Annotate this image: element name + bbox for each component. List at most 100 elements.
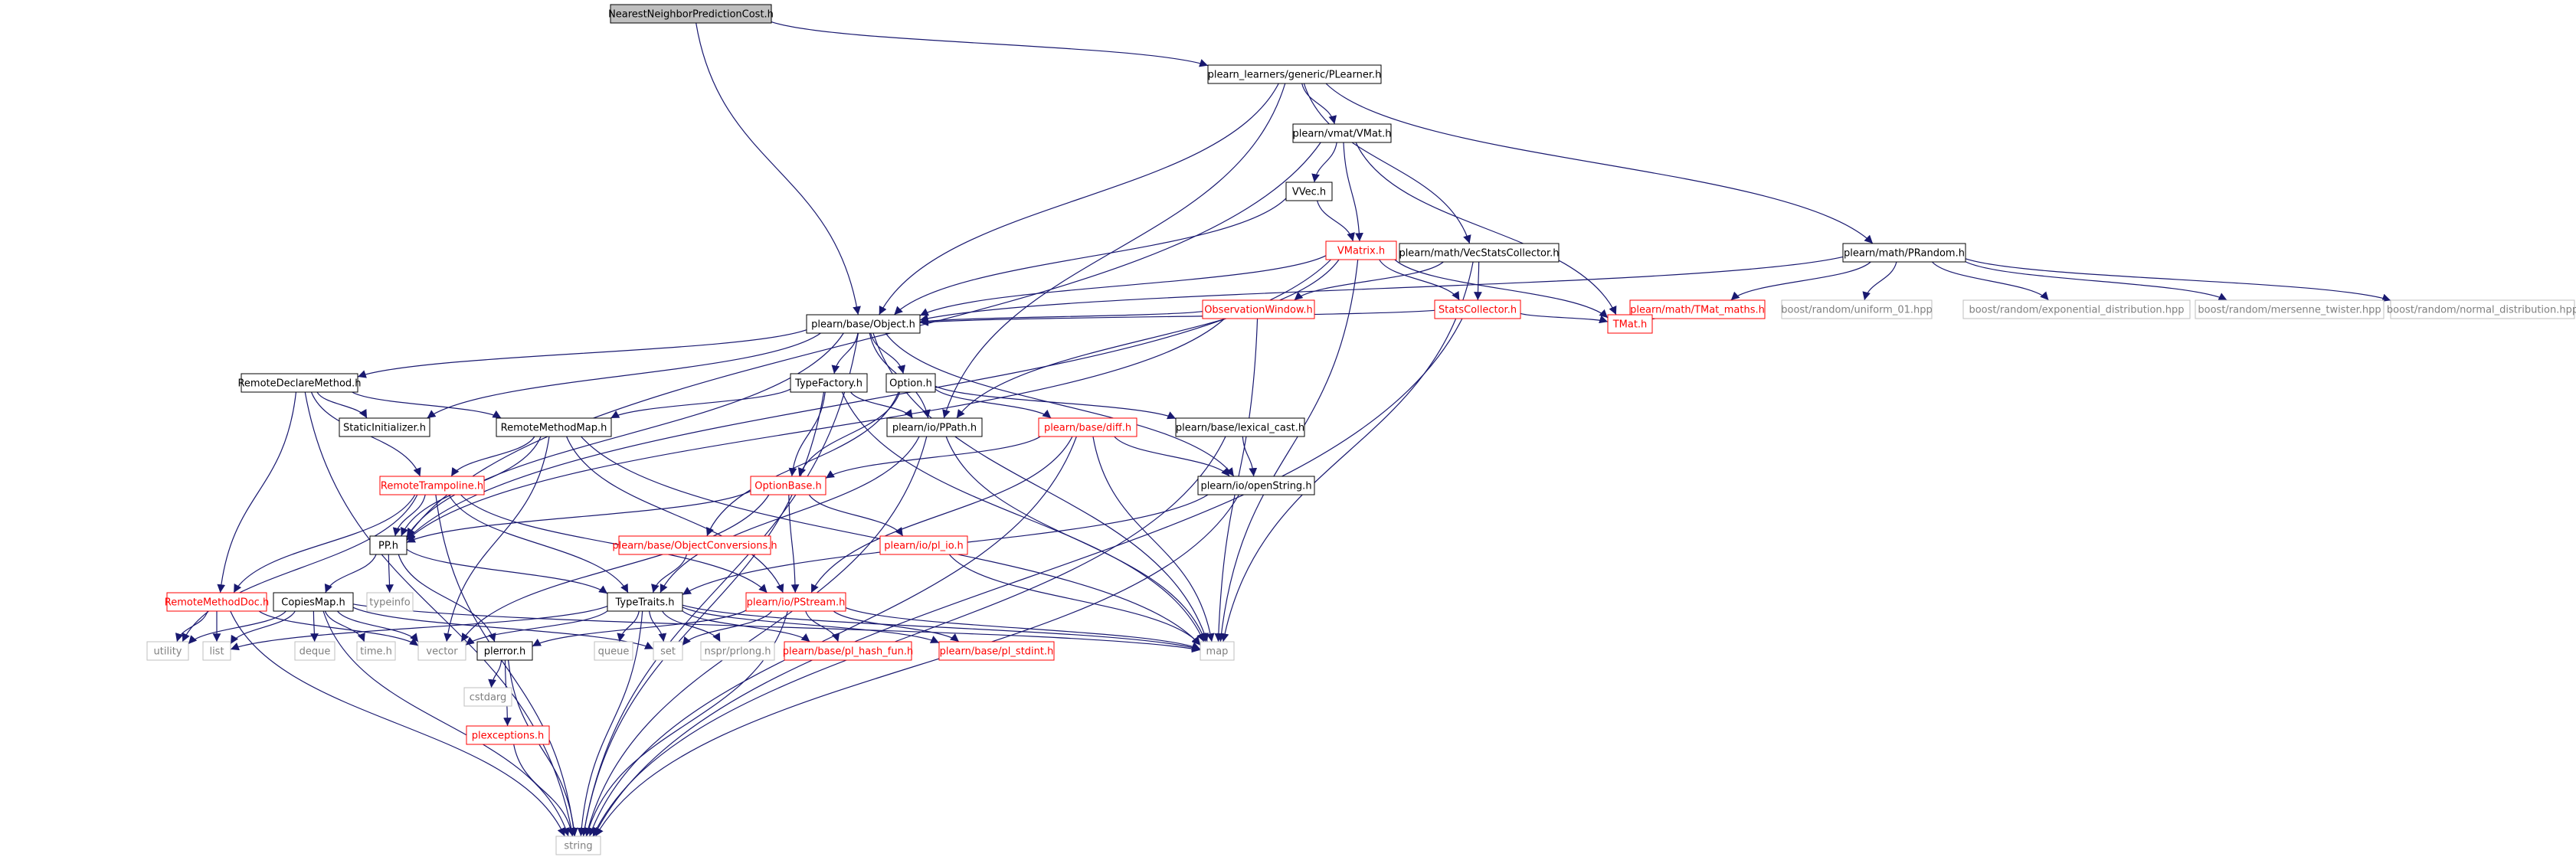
node-copiesmap[interactable]: CopiesMap.h <box>273 592 354 612</box>
node-rdm[interactable]: RemoteDeclareMethod.h <box>237 373 362 393</box>
node-box <box>745 592 846 612</box>
node-label: OptionBase.h <box>754 481 821 492</box>
node-label: plearn/io/PPath.h <box>892 423 977 434</box>
node-plexceptions[interactable]: plexceptions.h <box>466 725 550 745</box>
edge-plearner-vecstats <box>1303 83 1471 244</box>
edge-plexceptions-string <box>513 744 575 837</box>
node-root[interactable]: NearestNeighborPredictionCost.h <box>608 4 774 24</box>
node-label: ObservationWindow.h <box>1204 305 1313 316</box>
edge-optionbase-pp <box>406 490 751 543</box>
edge-vmatrix-pp <box>406 259 1331 541</box>
node-set: set <box>653 641 683 661</box>
node-ppath[interactable]: plearn/io/PPath.h <box>886 417 983 437</box>
node-box <box>750 476 826 495</box>
edge-objconv-typetraits <box>651 554 688 593</box>
edge-copiesmap-timeh <box>324 610 365 643</box>
node-box <box>1842 243 1966 263</box>
node-box <box>938 641 1055 661</box>
edge-option-optionbase <box>797 391 901 477</box>
edge-rmdoc-utility <box>175 610 208 643</box>
edge-vmatrix-object <box>919 255 1327 316</box>
node-label: RemoteMethodDoc.h <box>165 597 269 609</box>
node-vvec[interactable]: VVec.h <box>1285 181 1333 201</box>
edge-object-openstring <box>885 332 1235 477</box>
node-obswin[interactable]: ObservationWindow.h <box>1202 299 1315 319</box>
node-queue: queue <box>594 641 633 661</box>
node-vmatrix[interactable]: VMatrix.h <box>1325 240 1397 260</box>
node-plearner[interactable]: plearn_learners/generic/PLearner.h <box>1207 64 1382 84</box>
node-label: plearn/base/Object.h <box>811 319 915 331</box>
edge-typefactory-map <box>841 391 1205 643</box>
edge-rdm-rmm <box>352 391 502 419</box>
node-box <box>1325 240 1397 260</box>
node-rmm[interactable]: RemoteMethodMap.h <box>496 417 612 437</box>
node-openstring[interactable]: plearn/io/openString.h <box>1197 476 1315 495</box>
node-box <box>1292 123 1392 143</box>
node-box <box>1038 417 1137 437</box>
node-pl_io[interactable]: plearn/io/pl_io.h <box>879 535 968 555</box>
edge-pstream-hashfun <box>805 610 840 643</box>
node-tmat[interactable]: TMat.h <box>1607 314 1653 334</box>
node-typefactory[interactable]: TypeFactory.h <box>790 373 868 393</box>
node-remotetramp[interactable]: RemoteTrampoline.h <box>379 476 485 495</box>
edge-plearner-ppath <box>942 83 1286 419</box>
node-string: string <box>555 835 601 855</box>
node-box <box>273 592 354 612</box>
node-box <box>496 417 612 437</box>
node-rmdoc[interactable]: RemoteMethodDoc.h <box>165 592 269 612</box>
node-vecstats[interactable]: plearn/math/VecStatsCollector.h <box>1399 243 1560 263</box>
node-option[interactable]: Option.h <box>885 373 936 393</box>
node-statscol[interactable]: StatsCollector.h <box>1434 299 1521 319</box>
node-label: list <box>209 646 224 658</box>
node-hashfun[interactable]: plearn/base/pl_hash_fun.h <box>783 641 913 661</box>
edge-statscol-object <box>919 309 1435 326</box>
node-label: StatsCollector.h <box>1439 305 1517 316</box>
edge-root-plearner <box>771 21 1209 67</box>
node-label: map <box>1206 646 1229 658</box>
node-diff[interactable]: plearn/base/diff.h <box>1038 417 1137 437</box>
edge-optionbase-vector <box>460 494 770 643</box>
node-optionbase[interactable]: OptionBase.h <box>750 476 826 495</box>
node-typetraits[interactable]: TypeTraits.h <box>607 592 683 612</box>
node-pp[interactable]: PP.h <box>369 535 408 555</box>
node-staticinit[interactable]: StaticInitializer.h <box>339 417 430 437</box>
edge-typetraits-map <box>682 604 1201 652</box>
node-label: boost/random/exponential_distribution.hp… <box>1969 305 2184 316</box>
edge-prandom-mersenne <box>1965 261 2227 301</box>
edge-lexcast-openstring <box>1242 436 1258 477</box>
node-label: plexceptions.h <box>472 731 545 742</box>
node-uniform01: boost/random/uniform_01.hpp <box>1781 299 1933 319</box>
node-lexcast[interactable]: plearn/base/lexical_cast.h <box>1175 417 1305 437</box>
node-box <box>700 641 775 661</box>
node-plerror[interactable]: plerror.h <box>476 641 533 661</box>
node-box <box>784 641 912 661</box>
node-prandom[interactable]: plearn/math/PRandom.h <box>1842 243 1966 263</box>
node-box <box>618 535 771 555</box>
node-box <box>2390 299 2575 319</box>
edge-vmat-tmat <box>1355 142 1617 316</box>
edge-rdm-string <box>304 391 576 837</box>
node-label: plearn/base/diff.h <box>1044 423 1131 434</box>
node-list: list <box>202 641 231 661</box>
node-box <box>366 592 414 612</box>
edge-vmat-vvec <box>1311 142 1337 183</box>
node-label: boost/random/mersenne_twister.hpp <box>2198 305 2381 316</box>
edge-object-pp <box>406 332 844 538</box>
edge-rmm-pstream <box>566 436 784 593</box>
node-object[interactable]: plearn/base/Object.h <box>806 314 921 334</box>
edge-ppath-string <box>584 436 928 837</box>
node-map: map <box>1200 641 1235 661</box>
node-box <box>202 641 231 661</box>
node-box <box>1781 299 1933 319</box>
edge-copiesmap-string <box>322 610 570 837</box>
edge-remotetramp-rmdoc <box>233 494 416 593</box>
node-objconv[interactable]: plearn/base/ObjectConversions.h <box>612 535 777 555</box>
edge-vecstats-map <box>1220 261 1474 643</box>
edge-optionbase-pl_io <box>808 494 904 537</box>
edge-remotetramp-typetraits <box>448 494 629 593</box>
node-stdint[interactable]: plearn/base/pl_stdint.h <box>938 641 1055 661</box>
edge-object-string <box>580 332 859 837</box>
node-pstream[interactable]: plearn/io/PStream.h <box>745 592 846 612</box>
node-box <box>369 535 408 555</box>
node-vmat[interactable]: plearn/vmat/VMat.h <box>1292 123 1392 143</box>
